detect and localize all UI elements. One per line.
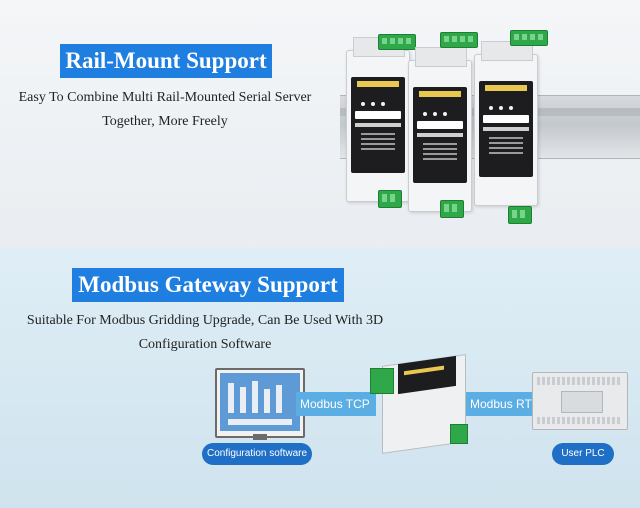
terminal-block-icon [378,190,402,208]
modbus-rtu-label: Modbus RTU [470,397,541,411]
serial-server-module-icon [346,37,410,202]
serial-server-module-icon [474,41,538,206]
modbus-rtu-link [466,392,536,416]
modbus-gateway-heading: Modbus Gateway Support [72,268,344,302]
plc-device-icon [532,372,628,430]
user-plc-caption: User PLC [552,443,614,465]
terminal-block-icon [508,206,532,224]
rail-mount-description-line2: Together, More Freely [102,114,228,129]
terminal-block-icon [510,30,548,46]
terminal-block-icon [440,32,478,48]
rail-mount-heading: Rail-Mount Support [60,44,272,78]
modbus-description-line2: Configuration Software [138,337,272,352]
modbus-description-line1: Suitable For Modbus Gridding Upgrade, Ca… [26,313,384,328]
terminal-block-icon [378,34,416,50]
serial-server-gateway-icon [368,354,468,454]
rail-mount-description-line1: Easy To Combine Multi Rail-Mounted Seria… [18,90,312,105]
terminal-block-icon [440,200,464,218]
modbus-tcp-label: Modbus TCP [300,397,370,411]
serial-server-module-icon [408,47,472,212]
monitor-icon [215,368,305,440]
configuration-software-caption: Configuration software [202,443,312,465]
modbus-tcp-link [296,392,376,416]
